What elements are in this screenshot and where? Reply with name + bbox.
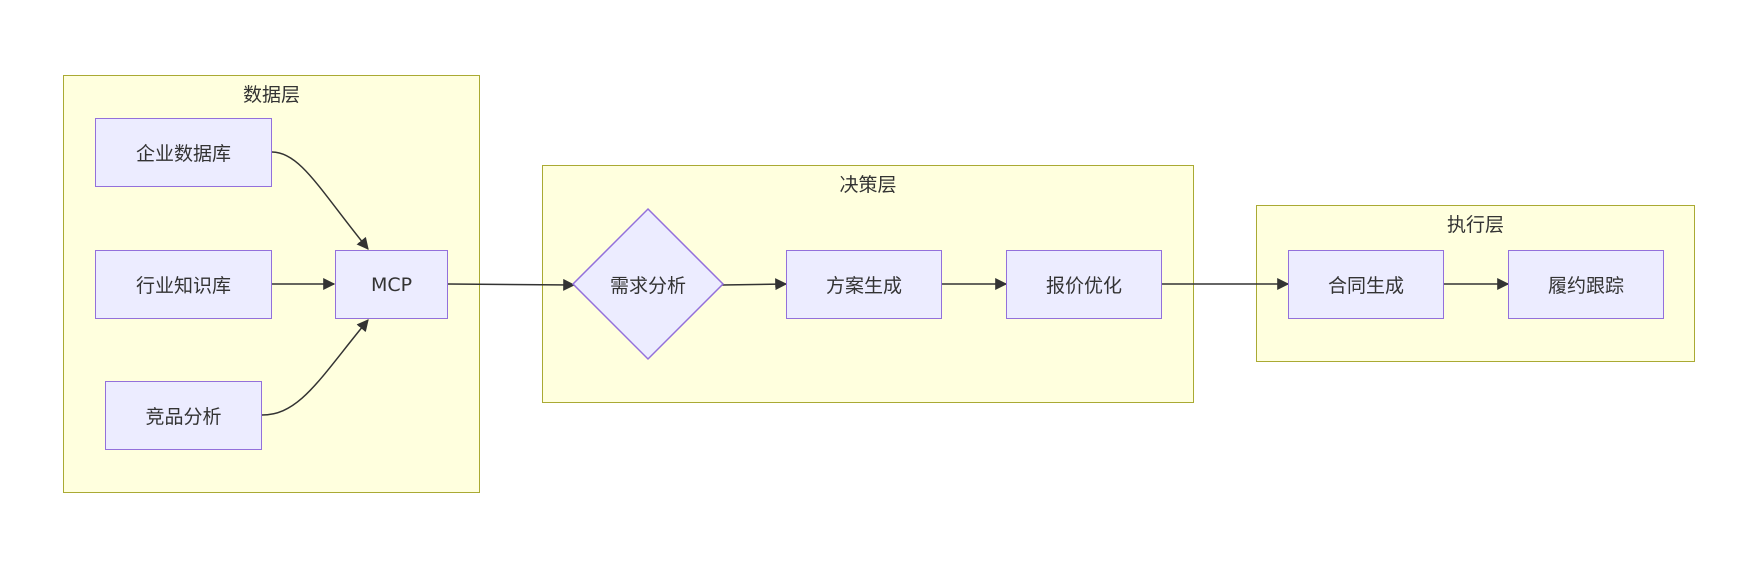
- data-layer-title: 数据层: [242, 84, 300, 106]
- industry-kb-label: 行业知识库: [135, 275, 231, 297]
- industry-kb-node[interactable]: 行业知识库: [95, 250, 272, 319]
- edge-mcp-to-demand-analysis: [447, 278, 576, 291]
- fulfillment-tracking-node[interactable]: 履约跟踪: [1508, 250, 1664, 319]
- decision-layer-title: 决策层: [839, 174, 897, 196]
- competitor-analysis-label: 竞品分析: [145, 406, 222, 428]
- quote-optimization-node[interactable]: 报价优化: [1006, 250, 1162, 319]
- quote-optimization-label: 报价优化: [1045, 275, 1122, 297]
- demand-analysis-diamond-shape[interactable]: [571, 207, 725, 361]
- plan-generation-node[interactable]: 方案生成: [786, 250, 942, 319]
- execution-layer-title: 执行层: [1446, 214, 1504, 236]
- edge-competitor-analysis-to-mcp: [261, 319, 369, 416]
- plan-generation-label: 方案生成: [825, 275, 902, 297]
- fulfillment-tracking-label: 履约跟踪: [1547, 275, 1624, 297]
- mcp-node[interactable]: MCP: [335, 250, 448, 319]
- demand-analysis-label: 需求分析: [609, 274, 686, 297]
- contract-generation-node[interactable]: 合同生成: [1288, 250, 1444, 319]
- edge-demand-analysis-to-plan-generation: [721, 278, 788, 291]
- mcp-label: MCP: [370, 273, 413, 296]
- demand-analysis-node[interactable]: 需求分析: [598, 264, 698, 304]
- contract-generation-label: 合同生成: [1327, 275, 1404, 297]
- competitor-analysis-node[interactable]: 竞品分析: [105, 381, 262, 450]
- enterprise-db-label: 企业数据库: [135, 143, 231, 165]
- edge-enterprise-db-to-mcp: [271, 151, 369, 250]
- enterprise-db-node[interactable]: 企业数据库: [95, 118, 272, 187]
